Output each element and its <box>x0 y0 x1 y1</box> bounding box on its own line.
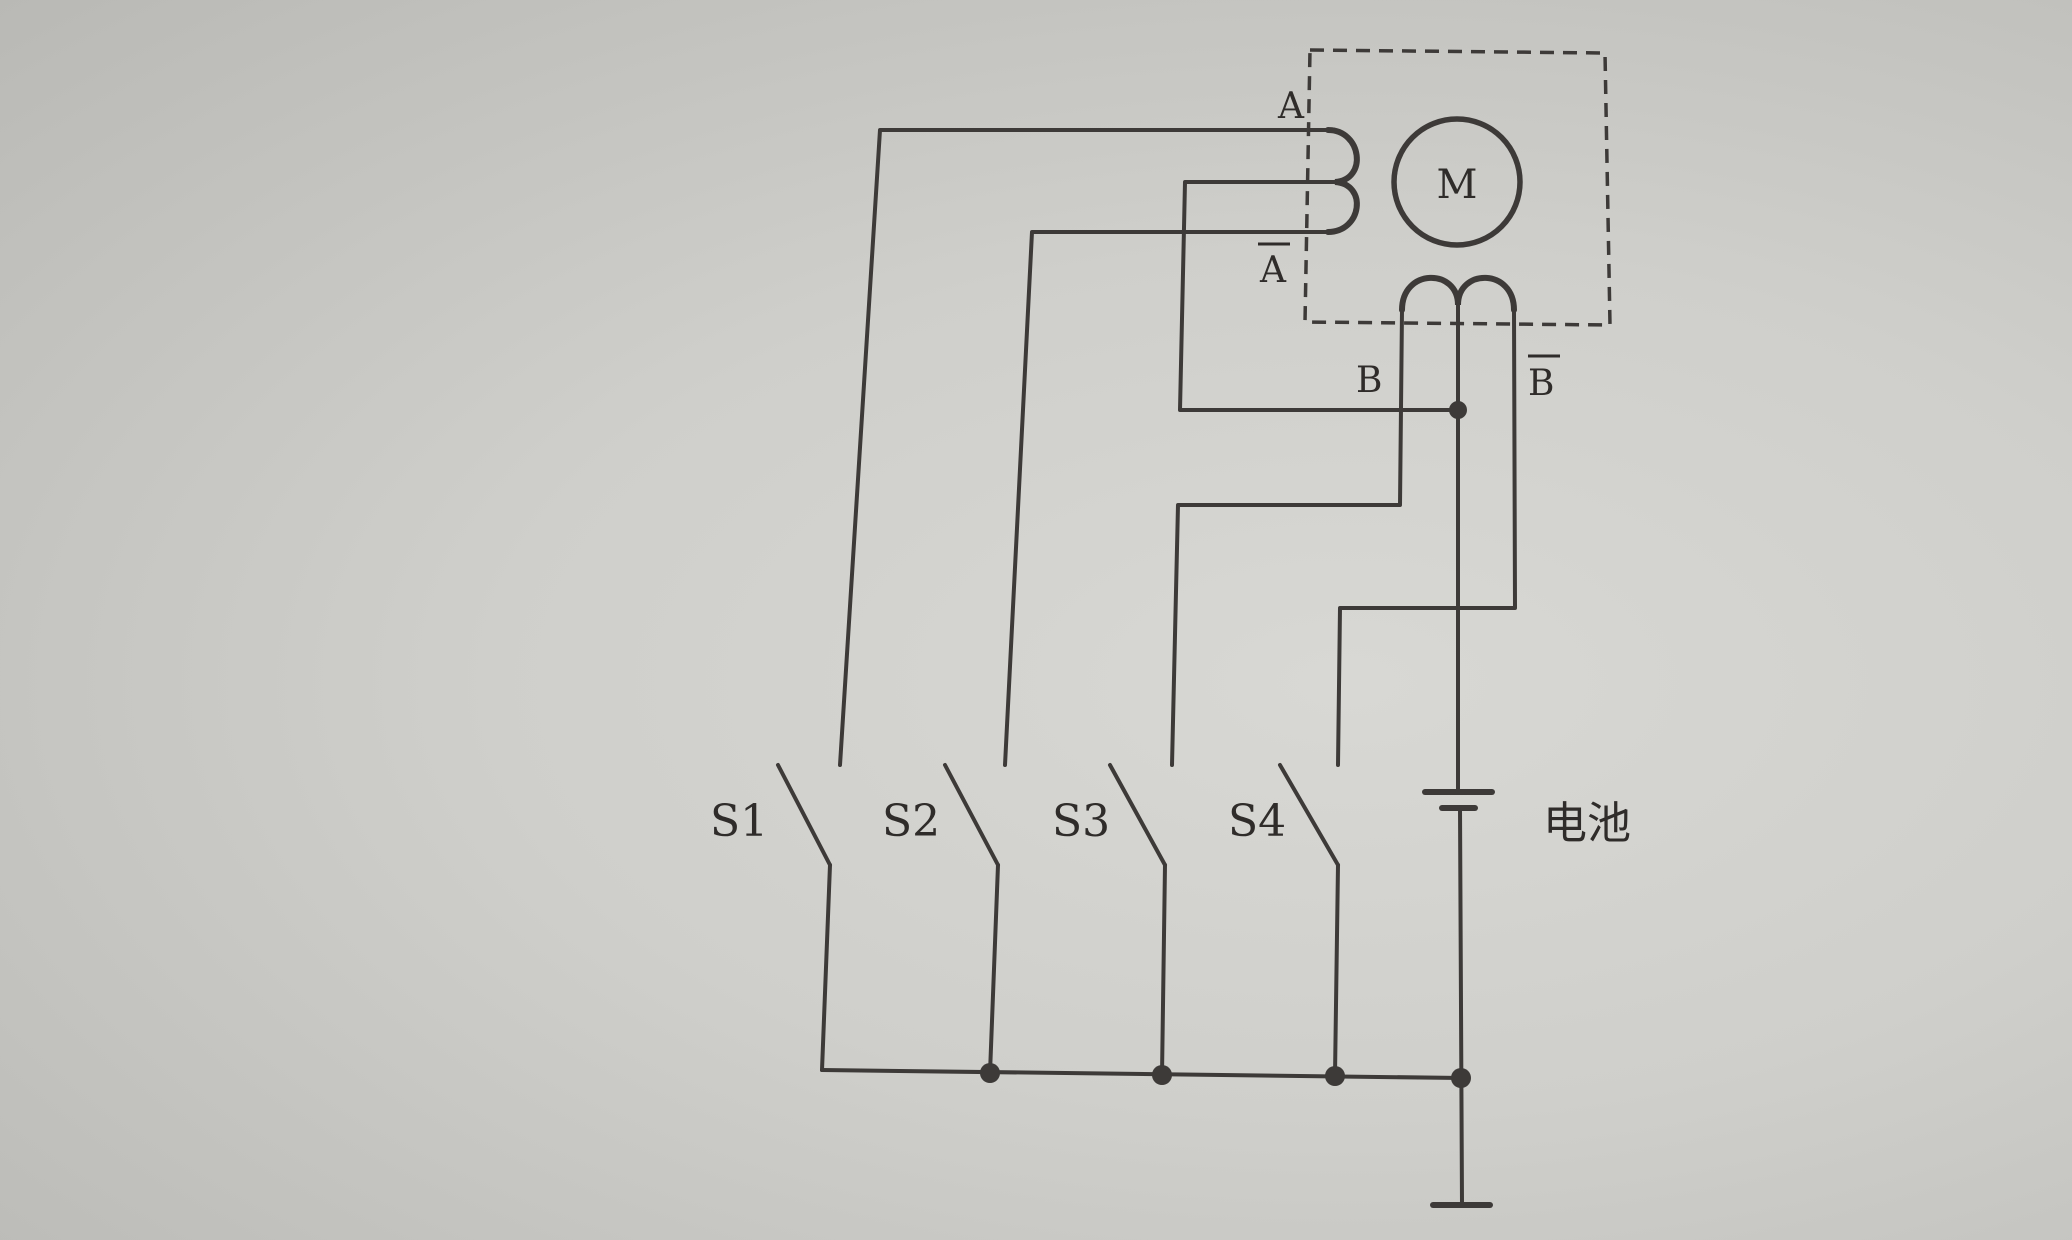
motor-enclosure <box>1303 48 1612 327</box>
junction-battery <box>1451 1068 1471 1088</box>
switch-s1-blade <box>776 763 832 867</box>
wire-bbar-to-s4 <box>1336 308 1517 767</box>
terminal-b-label: B <box>1356 360 1382 401</box>
terminal-bbar-label: B <box>1528 363 1554 404</box>
wire-b-to-s3 <box>1170 308 1404 767</box>
switch-s4-label: S4 <box>1228 796 1286 847</box>
switch-s2-blade <box>943 763 1000 867</box>
switch-s1-lead <box>820 863 832 1072</box>
switch-s2-lead <box>988 863 1000 1075</box>
junction-center-tap <box>1449 401 1467 419</box>
wire-battery-to-ground <box>1458 806 1464 1207</box>
motor-symbol <box>1391 116 1523 248</box>
battery-label: 电池 <box>1543 798 1631 849</box>
junction-s3 <box>1152 1065 1172 1085</box>
junction-s2 <box>980 1063 1000 1083</box>
switch-s3-blade <box>1108 763 1167 867</box>
terminal-abar-label: A <box>1259 250 1287 291</box>
switch-s3-lead <box>1160 863 1167 1077</box>
terminal-a-label: A <box>1277 86 1305 127</box>
junction-s4 <box>1325 1066 1345 1086</box>
motor-label: M <box>1437 162 1478 208</box>
wire-abar-to-s2 <box>1003 230 1330 767</box>
wire-a-to-s1 <box>838 128 1330 767</box>
switch-s4-blade <box>1278 763 1340 867</box>
common-bus <box>820 1068 1464 1080</box>
switch-s2-label: S2 <box>882 796 940 847</box>
switch-s4-lead <box>1333 863 1340 1077</box>
switch-s1-label: S1 <box>710 796 768 847</box>
wire-a-center-tap <box>1178 180 1460 412</box>
switch-s3-label: S3 <box>1052 796 1110 847</box>
